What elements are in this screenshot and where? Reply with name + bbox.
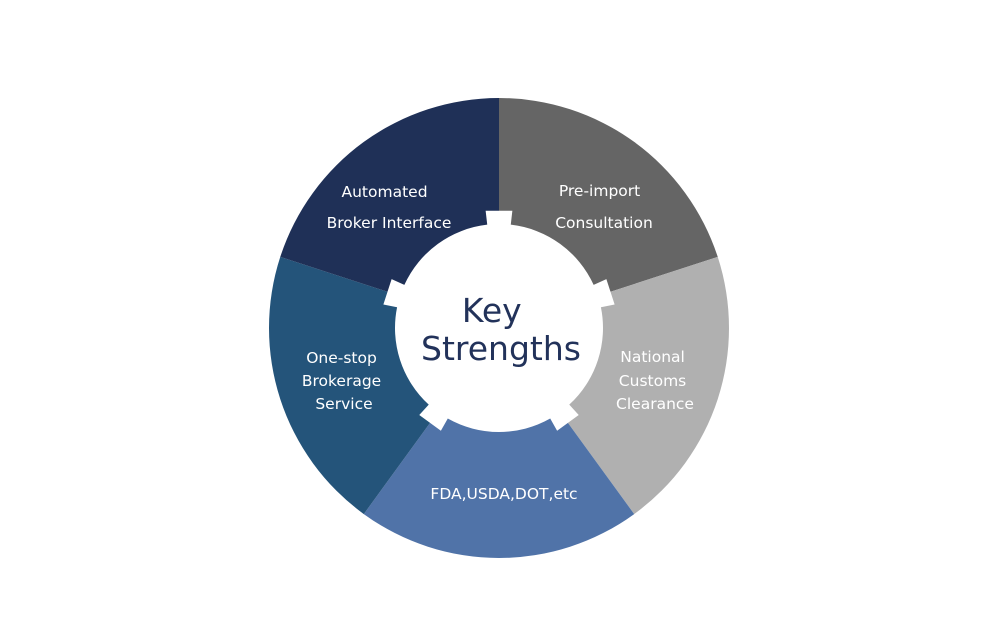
- label-national-customs-line-1: National: [620, 348, 685, 366]
- label-pre-import-line-2: Consultation: [555, 214, 653, 232]
- center-title: Key Strengths: [421, 291, 581, 368]
- label-automated-broker: Automated Broker Interface: [327, 183, 452, 232]
- label-one-stop-line-1: One-stop: [306, 349, 377, 367]
- label-pre-import-line-1: Pre-import: [559, 182, 640, 200]
- center-title-line-1: Key: [462, 291, 522, 330]
- label-one-stop-line-3: Service: [315, 395, 372, 413]
- label-national-customs-line-2: Customs: [619, 372, 686, 390]
- label-one-stop-brokerage: One-stop Brokerage Service: [302, 349, 386, 413]
- label-automated-broker-line-1: Automated: [342, 183, 428, 201]
- center-title-line-2: Strengths: [421, 329, 581, 368]
- label-one-stop-line-2: Brokerage: [302, 372, 381, 390]
- label-national-customs: National Customs Clearance: [616, 348, 694, 413]
- label-automated-broker-line-2: Broker Interface: [327, 214, 452, 232]
- label-fda-usda-dot-line-1: FDA,USDA,DOT,etc: [430, 485, 577, 503]
- label-national-customs-line-3: Clearance: [616, 395, 694, 413]
- label-fda-usda-dot: FDA,USDA,DOT,etc: [430, 485, 577, 503]
- center-gear-hub: [383, 210, 615, 433]
- segment-fda-usda-dot: [363, 404, 635, 558]
- label-pre-import: Pre-import Consultation: [555, 182, 653, 232]
